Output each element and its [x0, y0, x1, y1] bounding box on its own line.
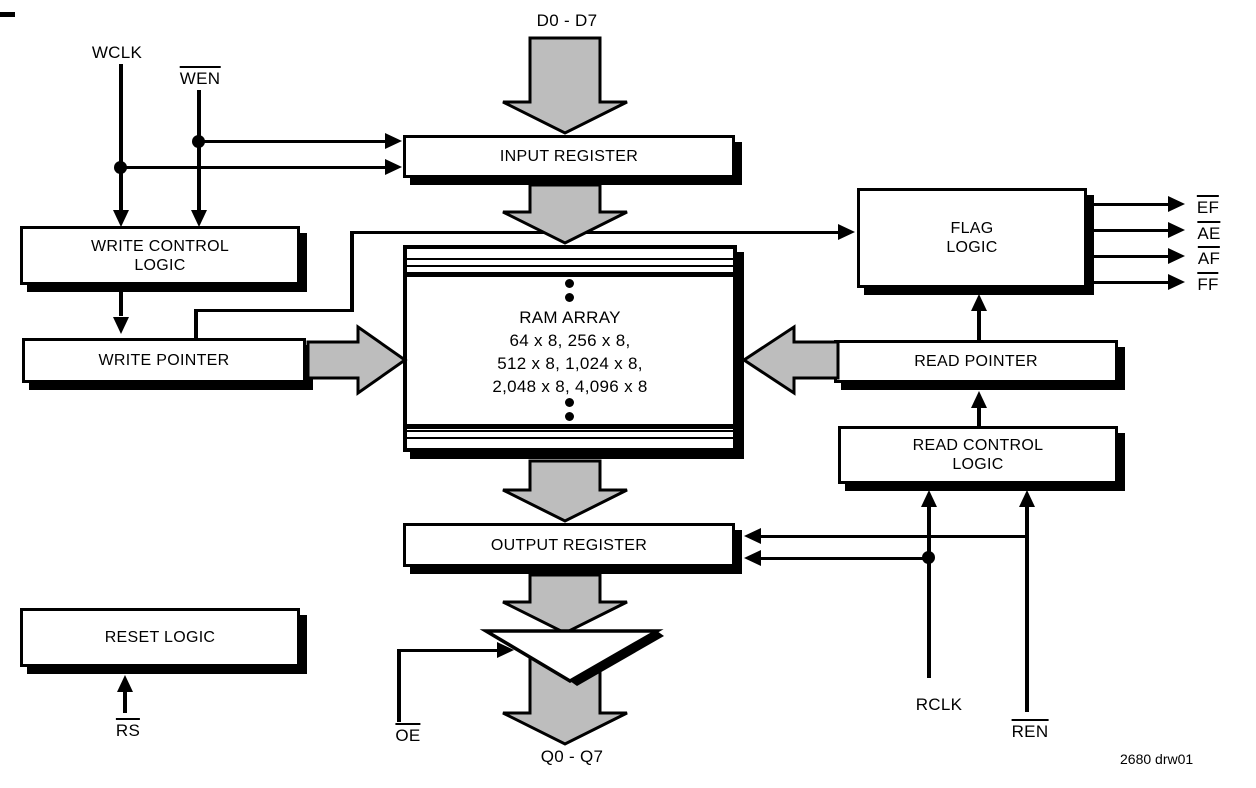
reset-logic-label: RESET LOGIC [104, 629, 216, 646]
ram-array-box: RAM ARRAY 64 x 8, 256 x 8, 512 x 8, 1,02… [403, 245, 737, 452]
arrowhead-output-register-lower [744, 550, 761, 566]
write-control-logic-box: WRITE CONTROL LOGIC [20, 226, 300, 285]
flag-logic-box: FLAG LOGIC [857, 188, 1087, 288]
wire-flag-ef [1085, 203, 1168, 206]
arrowhead-rp-flag-up [971, 294, 987, 311]
ren-label: REN [1011, 719, 1049, 742]
block-arrow-output-to-buffer [502, 573, 628, 635]
read-control-logic-label-line2: LOGIC [952, 456, 1004, 473]
read-control-logic-label-line1: READ CONTROL [912, 437, 1044, 454]
wire-rclk-to-output-register [761, 557, 929, 560]
wire-oe-vertical [397, 651, 401, 722]
arrowhead-wen-input-register [385, 133, 402, 149]
output-register-box: OUTPUT REGISTER [403, 523, 735, 567]
wire-wp-flag-riser1 [194, 310, 198, 338]
ram-array-sizes-line1: 64 x 8, 256 x 8, [509, 331, 631, 350]
ram-ellipsis-dot [565, 293, 574, 302]
arrowhead-af [1168, 248, 1185, 264]
read-pointer-label: READ POINTER [914, 353, 1038, 370]
block-arrow-data-in [502, 36, 628, 135]
wire-rcl-to-rp [977, 406, 981, 426]
ram-ellipsis-dot [565, 412, 574, 421]
wire-ren-to-output-register [761, 535, 1027, 538]
write-pointer-box: WRITE POINTER [22, 338, 306, 383]
wire-wen-vertical [197, 90, 201, 210]
arrowhead-ff [1168, 274, 1185, 290]
wire-rp-to-flag [977, 309, 981, 340]
wire-wclk-vertical [119, 64, 123, 210]
wire-wen-to-input-register [199, 140, 385, 143]
wire-wp-flag-run2 [350, 231, 838, 234]
rs-label: RS [115, 718, 141, 741]
arrowhead-wclk-input-register [385, 159, 402, 175]
wire-flag-ff [1085, 281, 1168, 284]
flag-logic-label-line1: FLAG [950, 220, 994, 237]
oe-label: OE [395, 723, 421, 746]
ram-row-stripe [407, 258, 733, 260]
rclk-label: RCLK [915, 695, 963, 714]
input-register-label: INPUT REGISTER [499, 148, 639, 165]
ram-array-label: RAM ARRAY 64 x 8, 256 x 8, 512 x 8, 1,02… [407, 306, 733, 398]
arrowhead-wclk-down [113, 210, 129, 227]
wire-wclk-to-input-register [121, 166, 385, 169]
block-arrow-write-pointer-to-ram [306, 324, 408, 396]
block-arrow-read-pointer-to-ram [742, 324, 840, 396]
junction-dot-rclk [922, 551, 935, 564]
wen-label: WEN [179, 66, 221, 89]
page-edge-mark [0, 12, 15, 17]
write-control-logic-label-line1: WRITE CONTROL [90, 237, 230, 255]
ram-ellipsis-dot [565, 279, 574, 288]
arrowhead-wen-down [191, 210, 207, 227]
ram-ellipsis-dot [565, 398, 574, 407]
ram-row-stripe-thick [407, 272, 733, 277]
wire-wcl-to-write-pointer [119, 285, 123, 316]
ram-array-sizes-line3: 2,048 x 8, 4,096 x 8 [492, 377, 648, 396]
drawing-number: 2680 drw01 [1120, 751, 1194, 767]
output-register-label: OUTPUT REGISTER [490, 536, 648, 554]
ef-label: EF [1196, 195, 1220, 218]
data-out-label: Q0 - Q7 [540, 747, 604, 766]
arrowhead-write-pointer-down [113, 317, 129, 334]
arrowhead-rs-up [117, 675, 133, 692]
ram-array-sizes-line2: 512 x 8, 1,024 x 8, [497, 354, 643, 373]
wire-flag-af [1085, 255, 1168, 258]
read-control-logic-box: READ CONTROL LOGIC [838, 426, 1118, 484]
arrowhead-ae [1168, 222, 1185, 238]
ram-row-stripe [407, 437, 733, 439]
junction-dot-wen [192, 135, 205, 148]
arrowhead-output-register-upper [744, 528, 761, 544]
wire-wp-flag-riser2 [350, 231, 354, 312]
arrowhead-flag-logic-in [838, 224, 855, 240]
ram-array-title: RAM ARRAY [519, 308, 621, 327]
block-arrow-ram-to-output [502, 459, 628, 523]
wire-rs-vertical [123, 691, 127, 713]
block-arrow-input-to-ram [502, 183, 628, 245]
wire-flag-ae [1085, 229, 1168, 232]
write-control-logic-label-line2: LOGIC [134, 256, 186, 274]
arrowhead-rclk-up [921, 490, 937, 507]
data-in-label: D0 - D7 [536, 11, 598, 30]
write-pointer-label: WRITE POINTER [98, 352, 230, 369]
arrowhead-rcl-rp-up [971, 391, 987, 408]
ram-row-stripe-thick [407, 424, 733, 429]
wclk-label: WCLK [91, 43, 143, 62]
wire-ren-vertical [1025, 506, 1029, 712]
wire-oe-horizontal [397, 649, 497, 652]
wire-rclk-vertical [927, 506, 931, 678]
arrowhead-ef [1168, 196, 1185, 212]
junction-dot-wclk [114, 161, 127, 174]
input-register-box: INPUT REGISTER [403, 135, 735, 178]
flag-logic-label-line2: LOGIC [946, 239, 998, 256]
output-buffer-triangle [479, 629, 664, 686]
arrowhead-ren-up [1019, 490, 1035, 507]
ff-label: FF [1197, 272, 1219, 295]
ae-label: AE [1197, 221, 1221, 244]
ram-row-stripe [407, 430, 733, 432]
read-pointer-box: READ POINTER [834, 340, 1118, 383]
af-label: AF [1197, 246, 1221, 269]
wire-wp-flag-run1 [194, 309, 354, 312]
reset-logic-box: RESET LOGIC [20, 608, 300, 667]
ram-row-stripe [407, 265, 733, 267]
